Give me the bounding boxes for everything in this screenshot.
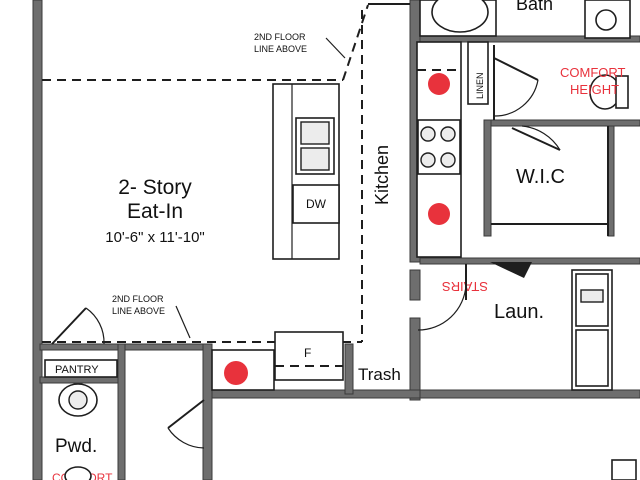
refrigerator [274, 331, 344, 381]
stairs-arrow [490, 262, 532, 278]
eat-in-dimensions: 10'-6" x 11'-10" [105, 229, 205, 246]
powder-label: Pwd. [55, 436, 97, 457]
tub-basin [431, 0, 489, 33]
comfort-height-label-1: COMFORT [560, 65, 626, 80]
corner-fixture [611, 459, 637, 480]
linen-door-swing [493, 79, 539, 117]
pantry-door-swing [85, 307, 105, 345]
pantry-door [51, 307, 87, 345]
wic-door [511, 127, 561, 151]
toilet-tank [615, 75, 629, 109]
powder-east-wall [117, 343, 126, 480]
wic-north-wall [486, 119, 640, 127]
pantry-south-wall [39, 376, 121, 384]
washer-lid [580, 289, 604, 303]
burner-1 [420, 126, 436, 142]
bath-south-wall [419, 35, 640, 43]
hall-door-leaf [167, 399, 205, 429]
master-toilet: COMFORT HEIGHT [560, 65, 629, 110]
kitchen-label: Kitchen [372, 145, 392, 205]
linen-closet: LINEN [467, 41, 539, 120]
powder-room: Pwd. COMFORT [52, 383, 113, 480]
pantry-shelf [44, 359, 118, 378]
hall-door [167, 399, 637, 480]
bath-sink [595, 9, 617, 31]
sink-bowl-1 [300, 121, 330, 145]
sink-bowl-2 [300, 147, 330, 171]
leader-bottom [175, 305, 191, 339]
burner-3 [420, 152, 436, 168]
burner-2 [440, 126, 456, 142]
eat-in-room: 2- Story Eat-In 10'-6" x 11'-10" [105, 176, 205, 246]
second-floor-top-2: LINE ABOVE [254, 44, 307, 54]
bath-label: Bath [516, 0, 553, 14]
eat-in-title-1: 2- Story [118, 176, 192, 199]
kitchen-east-wall-lower [409, 269, 421, 301]
trash-label: Trash [358, 365, 401, 384]
west-wall [32, 0, 43, 480]
dishwasher [292, 184, 340, 224]
second-floor-bottom-2: LINE ABOVE [112, 306, 165, 316]
outlet-marker-2 [428, 203, 450, 225]
powder-sink-basin [68, 390, 88, 410]
outlet-marker-1 [428, 73, 450, 95]
stairs: STAIRS [442, 262, 532, 294]
laundry-label: Laun. [494, 301, 544, 323]
dryer [575, 329, 609, 387]
powder-toilet [64, 466, 92, 480]
laundry-south-wall [417, 389, 640, 399]
second-floor-lines: 2ND FLOOR LINE ABOVE 2ND FLOOR LINE ABOV… [42, 4, 369, 343]
pantry: PANTRY [44, 307, 118, 378]
linen-label: LINEN [475, 72, 485, 99]
stairs-label: STAIRS [442, 279, 488, 294]
trash-west-wall [344, 343, 354, 395]
wic-label: W.I.C [516, 166, 565, 188]
fridge-counter: F Trash [211, 331, 401, 391]
burner-4 [440, 152, 456, 168]
wic-west-wall [483, 119, 492, 237]
dishwasher-label: DW [306, 197, 327, 211]
second-floor-top-1: 2ND FLOOR [254, 32, 306, 42]
second-floor-line-diagonal [342, 4, 369, 81]
pantry-label: PANTRY [55, 364, 99, 376]
walk-in-closet: W.I.C [491, 125, 609, 236]
hall-south-wall [211, 389, 421, 399]
hall-door-swing [167, 427, 205, 449]
trash-east-wall [409, 317, 421, 401]
leader-top [325, 37, 346, 59]
bath-area: Bath [368, 0, 631, 39]
linen-shelf [467, 41, 489, 105]
kitchen-counter-east: Kitchen [372, 41, 462, 258]
kitchen-island: DW [272, 83, 340, 260]
eat-in-title-2: Eat-In [127, 200, 183, 223]
comfort-height-label-2: HEIGHT [570, 82, 619, 97]
second-floor-bottom-1: 2ND FLOOR [112, 294, 164, 304]
laundry-door-swing [417, 284, 467, 331]
wic-door-swing [521, 125, 561, 151]
hall-east-wall [202, 343, 213, 480]
outlet-marker-3 [224, 361, 248, 385]
linen-door [493, 57, 539, 81]
fridge-label: F [304, 346, 311, 360]
laundry-room: Laun. [417, 264, 613, 391]
